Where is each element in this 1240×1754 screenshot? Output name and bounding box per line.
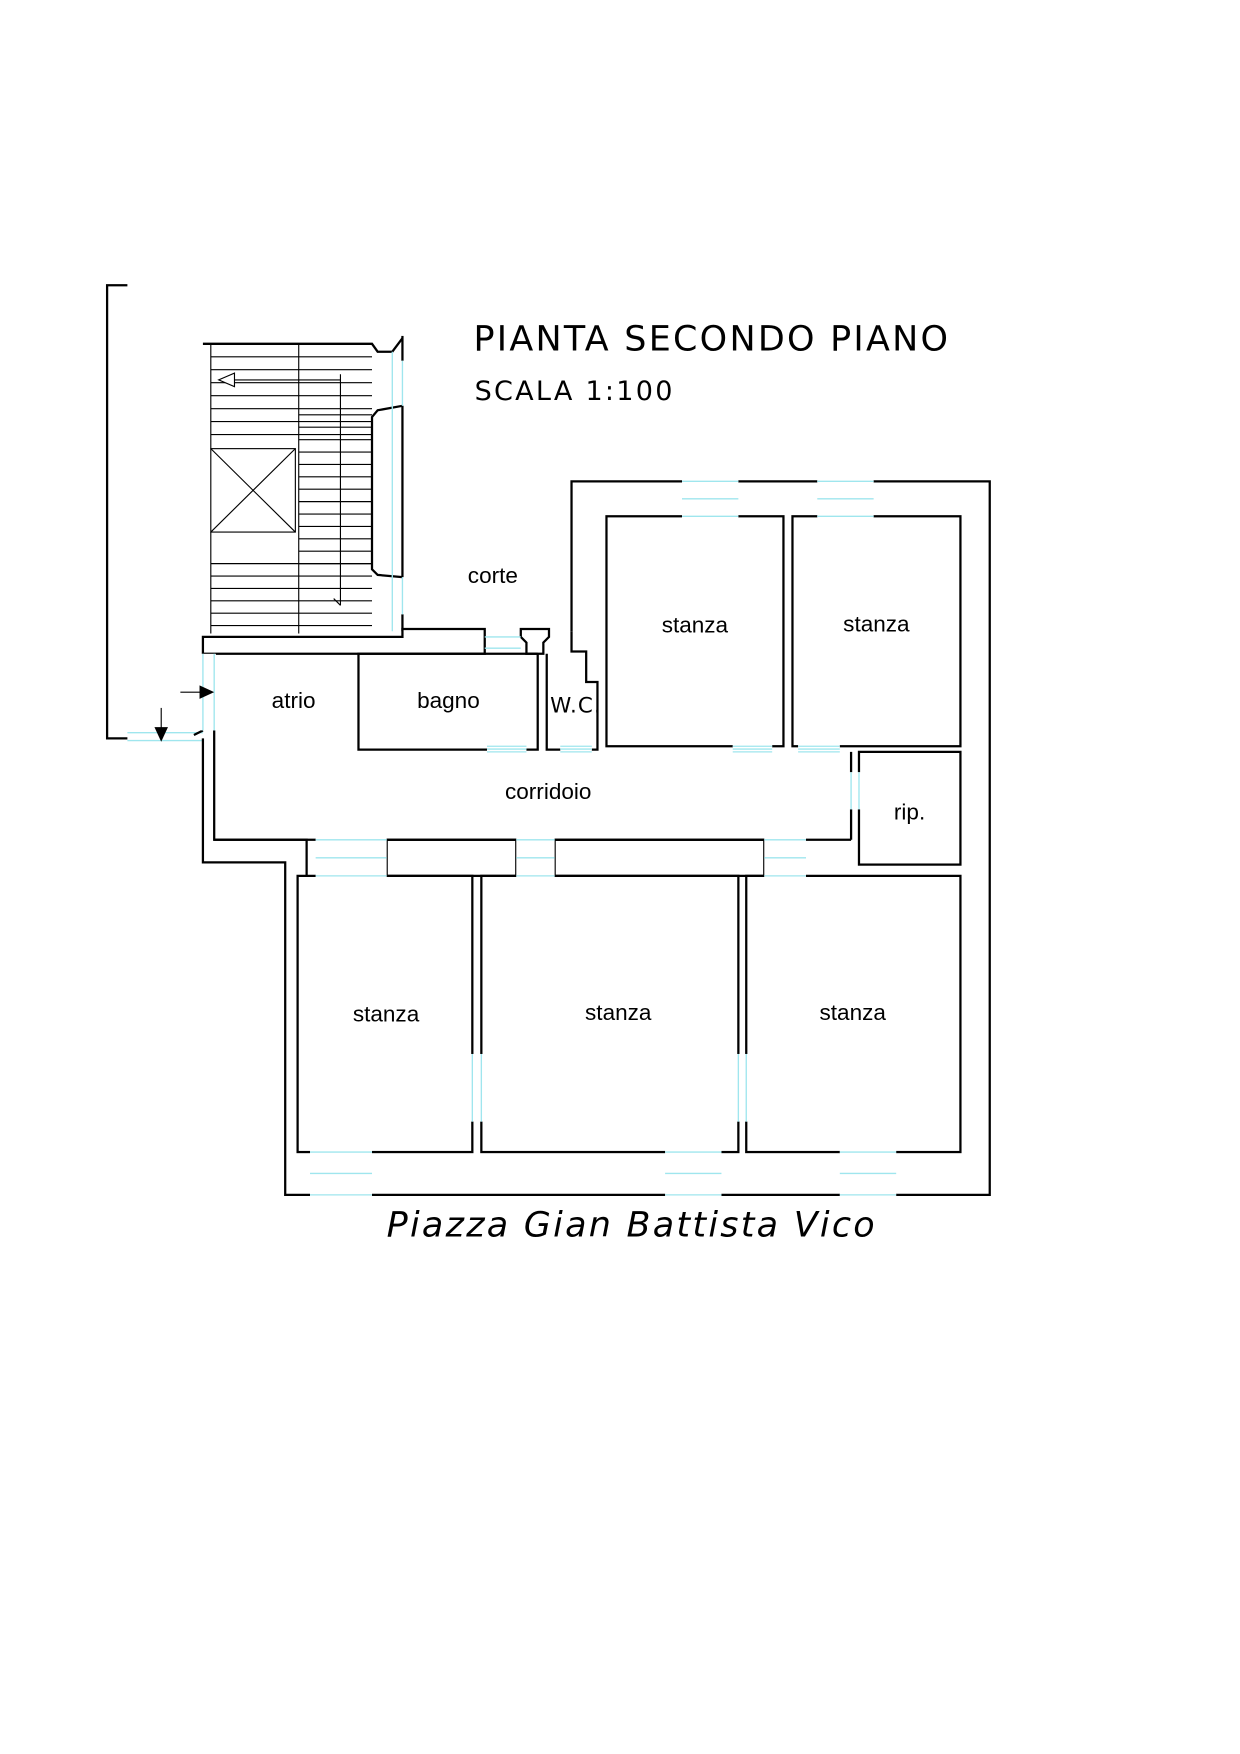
outer-wall xyxy=(201,480,991,1197)
label-stanza-top-left: stanza xyxy=(662,612,729,637)
label-atrio: atrio xyxy=(272,688,316,713)
boundary-bracket xyxy=(105,284,128,740)
label-wc: W.C. xyxy=(550,693,602,718)
room-wc-wall xyxy=(545,631,599,751)
label-stanza-bottom-center: stanza xyxy=(585,1000,652,1025)
room-bagno-wall xyxy=(357,652,539,751)
stair-arrow-icon xyxy=(217,372,342,606)
elevator-shaft xyxy=(210,448,296,533)
label-corridoio: corridoio xyxy=(505,779,591,804)
label-bagno: bagno xyxy=(417,688,480,713)
label-rip: rip. xyxy=(894,800,925,825)
plan-scale: SCALA 1:100 xyxy=(475,376,675,407)
street-name: Piazza Gian Battista Vico xyxy=(387,1206,877,1246)
staircase xyxy=(202,335,404,634)
openings xyxy=(201,479,897,1197)
wall-pillar xyxy=(519,627,551,655)
entrance-arrow-icon xyxy=(154,685,215,742)
wall-corte xyxy=(201,627,486,655)
room-stanza-top-right xyxy=(791,515,962,748)
label-stanza-bottom-right: stanza xyxy=(820,1000,887,1025)
label-corte: corte xyxy=(468,563,518,588)
label-stanza-bottom-left: stanza xyxy=(353,1001,420,1026)
plan-title: PIANTA SECONDO PIANO xyxy=(473,320,950,360)
label-stanza-top-right: stanza xyxy=(843,611,910,636)
